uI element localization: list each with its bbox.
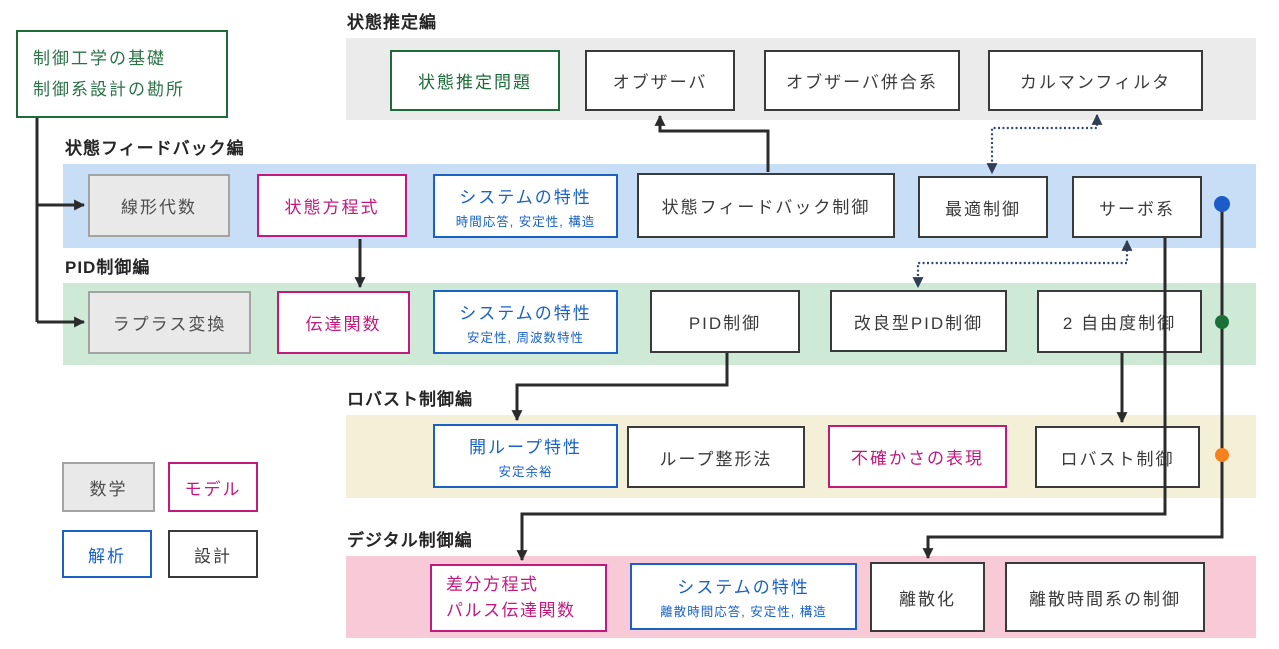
box-open-loop-properties-sub: 安定余裕	[498, 464, 553, 479]
box-system-properties-sf: システムの特性 時間応答, 安定性, 構造	[433, 174, 618, 238]
box-difference-equation-line2: パルス伝達関数	[446, 601, 576, 620]
box-kalman-filter: カルマンフィルタ	[988, 50, 1203, 111]
legend-design: 設計	[168, 530, 258, 578]
heading-state-feedback: 状態フィードバック編	[65, 139, 245, 158]
box-system-properties-digital: システムの特性 離散時間応答, 安定性, 構造	[630, 563, 857, 630]
box-servo-system: サーボ系	[1072, 176, 1202, 238]
box-state-estimation-problem: 状態推定問題	[390, 50, 560, 111]
box-observer: オブザーバ	[585, 50, 735, 111]
legend-model: モデル	[168, 462, 258, 512]
root-box-line2: 制御系設計の勘所	[33, 80, 185, 99]
box-open-loop-properties: 開ループ特性 安定余裕	[433, 424, 618, 488]
box-improved-pid-control: 改良型PID制御	[830, 290, 1007, 352]
box-system-properties-pid-sub: 安定性, 周波数特性	[467, 330, 584, 345]
box-loop-shaping: ループ整形法	[627, 426, 805, 488]
heading-state-estimation: 状態推定編	[347, 13, 437, 32]
box-two-dof-control: 2 自由度制御	[1037, 290, 1202, 353]
legend-math: 数学	[62, 462, 155, 512]
root-box-line1: 制御工学の基礎	[33, 48, 166, 68]
box-state-feedback-control: 状態フィードバック制御	[637, 173, 895, 238]
box-linear-algebra: 線形代数	[88, 174, 230, 237]
box-system-properties-sf-sub: 時間応答, 安定性, 構造	[455, 214, 596, 229]
box-system-properties-digital-sub: 離散時間応答, 安定性, 構造	[660, 605, 827, 619]
box-pid-control: PID制御	[650, 290, 800, 353]
box-observer-combined-system: オブザーバ併合系	[764, 50, 960, 111]
heading-digital-control: デジタル制御編	[347, 531, 473, 550]
box-difference-equation: 差分方程式 パルス伝達関数	[430, 564, 607, 632]
box-laplace-transform: ラプラス変換	[88, 291, 251, 354]
connector-bands-to-discretization	[922, 204, 1224, 560]
heading-pid-control: PID制御編	[65, 258, 151, 277]
legend-analysis: 解析	[62, 530, 152, 578]
box-discrete-time-control: 離散時間系の制御	[1005, 562, 1205, 632]
box-discretization: 離散化	[870, 562, 985, 632]
box-optimal-control: 最適制御	[918, 176, 1048, 238]
box-state-equation: 状態方程式	[257, 174, 407, 237]
box-uncertainty-representation: 不確かさの表現	[828, 425, 1007, 488]
root-box-control-engineering-basics: 制御工学の基礎 制御系設計の勘所	[16, 30, 228, 118]
box-transfer-function: 伝達関数	[277, 291, 410, 354]
box-robust-control: ロバスト制御	[1035, 426, 1200, 488]
box-system-properties-pid: システムの特性 安定性, 周波数特性	[433, 290, 618, 354]
heading-robust-control: ロバスト制御編	[347, 390, 473, 409]
